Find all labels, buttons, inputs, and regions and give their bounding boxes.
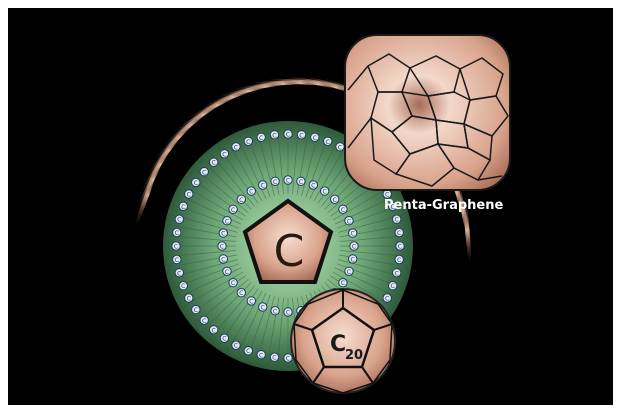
ring-atom-label: C (221, 231, 226, 238)
ring-atom-label: C (246, 139, 251, 146)
ring-atom-label: C (286, 178, 291, 185)
ring-atom-label: C (225, 269, 230, 276)
ring-atom-label: C (286, 356, 291, 363)
ring-atom-label: C (187, 296, 192, 303)
ring-atom-label: C (181, 204, 186, 211)
ring-atom-label: C (222, 151, 227, 158)
ring-atom-label: C (311, 183, 316, 190)
ring-atom-label: C (225, 218, 230, 225)
ring-atom-label: C (231, 280, 236, 287)
ring-atom-label: C (202, 169, 207, 176)
ring-atom-label: C (299, 179, 304, 186)
ring-atom-label: C (234, 343, 239, 350)
ring-atom-label: C (239, 197, 244, 204)
ring-atom-label: C (398, 244, 403, 251)
ring-atom-label: C (202, 318, 207, 325)
ring-atom-label: C (341, 207, 346, 214)
ring-atom-label: C (390, 283, 395, 290)
ring-atom-label: C (260, 305, 265, 312)
ring-atom-label: C (273, 179, 278, 186)
ring-atom-label: C (347, 269, 352, 276)
ring-atom-label: C (322, 189, 327, 196)
ring-atom-label: C (175, 257, 180, 264)
ring-atom-label: C (397, 230, 402, 237)
ring-atom-label: C (272, 132, 277, 139)
ring-atom-label: C (259, 135, 264, 142)
ring-atom-label: C (350, 231, 355, 238)
ring-atom-label: C (286, 310, 291, 317)
ring-atom-label: C (246, 348, 251, 355)
ring-atom-label: C (177, 217, 182, 224)
ring-atom-label: C (187, 192, 192, 199)
ring-atom-label: C (341, 280, 346, 287)
ring-atom-label: C (260, 183, 265, 190)
ring-atom-label: C (177, 270, 182, 277)
ring-atom-label: C (332, 197, 337, 204)
ring-atom-label: C (211, 327, 216, 334)
ring-atom-label: C (259, 352, 264, 359)
ring-atom-label: C (313, 135, 318, 142)
ring-atom-label: C (394, 270, 399, 277)
ring-atom-label: C (222, 336, 227, 343)
ring-atom-label: C (221, 256, 226, 263)
ring-atom-label: C (385, 296, 390, 303)
ring-atom-label: C (194, 307, 199, 314)
ring-atom-label: C (352, 244, 357, 251)
ring-atom-label: C (299, 132, 304, 139)
ring-atom-label: C (394, 217, 399, 224)
cluster-label: C (330, 332, 346, 357)
ring-atom-label: C (231, 207, 236, 214)
ring-atom-label: C (273, 308, 278, 315)
ring-atom-label: C (249, 298, 254, 305)
material-label: Penta-Graphene (384, 198, 503, 213)
cluster-subscript: 20 (345, 348, 363, 363)
ring-atom-label: C (325, 139, 330, 146)
ring-atom-label: C (181, 283, 186, 290)
ring-atom-label: C (220, 244, 225, 251)
ring-atom-label: C (239, 290, 244, 297)
ring-atom-label: C (338, 144, 343, 151)
ring-atom-label: C (347, 218, 352, 225)
ring-atom-label: C (350, 256, 355, 263)
ring-atom-label: C (174, 244, 179, 251)
ring-atom-label: C (194, 180, 199, 187)
penta-graphene-tile (345, 35, 510, 190)
center-symbol: C (274, 226, 305, 277)
ring-atom-label: C (249, 189, 254, 196)
ring-atom-label: C (175, 230, 180, 237)
ring-atom-label: C (272, 355, 277, 362)
ring-atom-label: C (234, 144, 239, 151)
ring-atom-label: C (286, 132, 291, 139)
ring-atom-label: C (397, 257, 402, 264)
ring-atom-label: C (211, 160, 216, 167)
